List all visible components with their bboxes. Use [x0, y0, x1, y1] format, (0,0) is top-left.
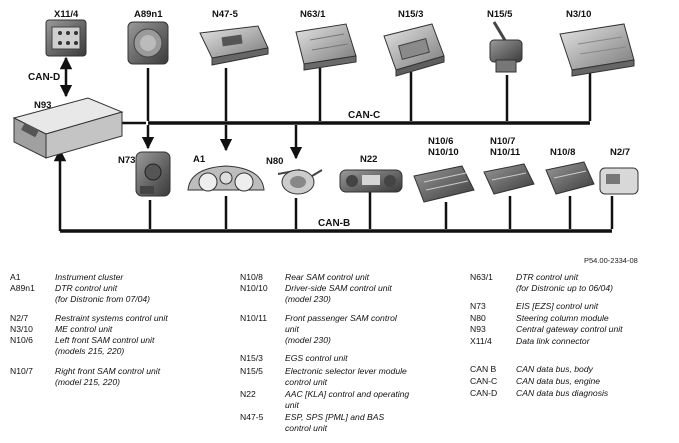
legend-desc: Right front SAM control unit: [55, 366, 161, 376]
x11-4-label: X11/4: [54, 9, 79, 20]
n22-aac-control-unit: [339, 169, 403, 193]
n10-7-sam-control-unit: [483, 163, 535, 195]
legend-code: N10/10: [240, 283, 268, 293]
legend-desc: Steering column module: [516, 313, 609, 323]
legend-code: N93: [470, 324, 486, 334]
legend-desc: control unit: [285, 377, 328, 387]
legend-desc: Restraint systems control unit: [55, 313, 168, 323]
legend-code: N3/10: [10, 324, 33, 334]
n15-5-selector-lever-module: [489, 21, 523, 73]
legend-desc: unit: [285, 324, 299, 334]
can-d-label: CAN-D: [28, 72, 60, 83]
a1-label: A1: [193, 154, 206, 165]
n10-8-label: N10/8: [550, 147, 575, 158]
legend-desc: Electronic selector lever module: [285, 366, 407, 376]
legend-desc: Instrument cluster: [55, 272, 124, 282]
legend-code: CAN-D: [470, 388, 498, 398]
n63-1-dtr-control-unit: [295, 23, 357, 71]
legend-desc: (models 215, 220): [55, 346, 125, 356]
a1-instrument-cluster: [187, 165, 265, 192]
n2-7-restraint-systems-control-unit: [599, 167, 639, 195]
legend-desc: ME control unit: [55, 324, 113, 334]
legend-desc: EGS control unit: [285, 353, 348, 363]
n73-eis-control-unit: [135, 151, 171, 197]
legend-code: X11/4: [470, 336, 492, 346]
a89n1-dtr-control-unit: [127, 21, 169, 65]
n80-steering-column-module: [277, 169, 323, 195]
legend-desc: Driver-side SAM control unit: [285, 283, 392, 293]
n10-7-label: N10/7: [490, 136, 515, 147]
legend-code: N10/7: [10, 366, 33, 376]
n10-10-label: N10/10: [428, 147, 459, 158]
x11-4-data-link-connector: [45, 19, 87, 57]
legend-desc: CAN data bus, body: [516, 364, 593, 374]
n73-label: N73: [118, 155, 135, 166]
legend-desc: Rear SAM control unit: [285, 272, 370, 282]
n47-5-esp-control-unit: [199, 25, 269, 66]
legend-desc: Front passenger SAM control: [285, 313, 397, 323]
legend-code: CAN B: [470, 364, 497, 374]
legend-code: CAN-C: [470, 376, 498, 386]
legend-code: N73: [470, 301, 486, 311]
n63-1-label: N63/1: [300, 9, 326, 20]
n3-10-me-control-unit: [559, 23, 635, 77]
figure-reference: P54.00-2334-08: [584, 256, 638, 265]
n15-3-egs-control-unit: [383, 23, 445, 77]
legend-desc: (for Distronic up to 06/04): [516, 283, 613, 293]
legend-desc: Central gateway control unit: [516, 324, 623, 334]
n10-11-label: N10/11: [490, 147, 521, 158]
legend-code: N10/11: [240, 313, 268, 323]
n47-5-label: N47-5: [212, 9, 239, 20]
legend-desc: DTR control unit: [55, 283, 118, 293]
can-network-diagram: CAN-C CAN-B CAN-D X11/4 A89n1 N47-5 N63/…: [12, 9, 639, 233]
n93-central-gateway: [12, 97, 124, 159]
a89n1-label: A89n1: [134, 9, 163, 20]
legend-desc: AAC [KLA] control and operating: [285, 389, 410, 399]
legend-code: N10/8: [240, 272, 263, 282]
legend-desc: Left front SAM control unit: [55, 335, 155, 345]
n15-5-label: N15/5: [487, 9, 513, 20]
legend-desc: Data link connector: [516, 336, 590, 346]
legend-desc: CAN data bus, engine: [516, 376, 601, 386]
legend-code: N63/1: [470, 272, 493, 282]
legend-desc: CAN data bus diagnosis: [516, 388, 609, 398]
legend-code: N80: [470, 313, 486, 323]
legend-desc: (model 230): [285, 335, 331, 345]
legend-code: A1: [10, 272, 21, 282]
n22-label: N22: [360, 154, 377, 165]
n15-3-label: N15/3: [398, 9, 423, 20]
legend-code: N47-5: [240, 412, 264, 422]
legend-code: A89n1: [10, 283, 35, 293]
legend-desc: ESP, SPS [PML] and BAS: [285, 412, 385, 422]
legend-code: N15/3: [240, 353, 263, 363]
legend-desc: control unit: [285, 423, 328, 433]
legend-code: N10/6: [10, 335, 33, 345]
can-c-label: CAN-C: [348, 110, 380, 121]
legend-desc: (model 215, 220): [55, 377, 120, 387]
legend-desc: unit: [285, 400, 299, 410]
can-b-label: CAN-B: [318, 218, 350, 229]
n10-8-rear-sam-control-unit: [545, 161, 595, 195]
n10-6-sam-control-unit: [413, 165, 475, 203]
n3-10-label: N3/10: [566, 9, 591, 20]
n93-label: N93: [34, 100, 51, 111]
legend-desc: (for Distronic from 07/04): [55, 294, 151, 304]
legend-code: N15/5: [240, 366, 263, 376]
n2-7-label: N2/7: [610, 147, 630, 158]
legend-code: N22: [240, 389, 256, 399]
legend-desc: DTR control unit: [516, 272, 579, 282]
n80-label: N80: [266, 156, 283, 167]
legend-code: N2/7: [10, 313, 29, 323]
legend-desc: EIS [EZS] control unit: [516, 301, 599, 311]
legend-desc: (model 230): [285, 294, 331, 304]
n10-6-label: N10/6: [428, 136, 453, 147]
